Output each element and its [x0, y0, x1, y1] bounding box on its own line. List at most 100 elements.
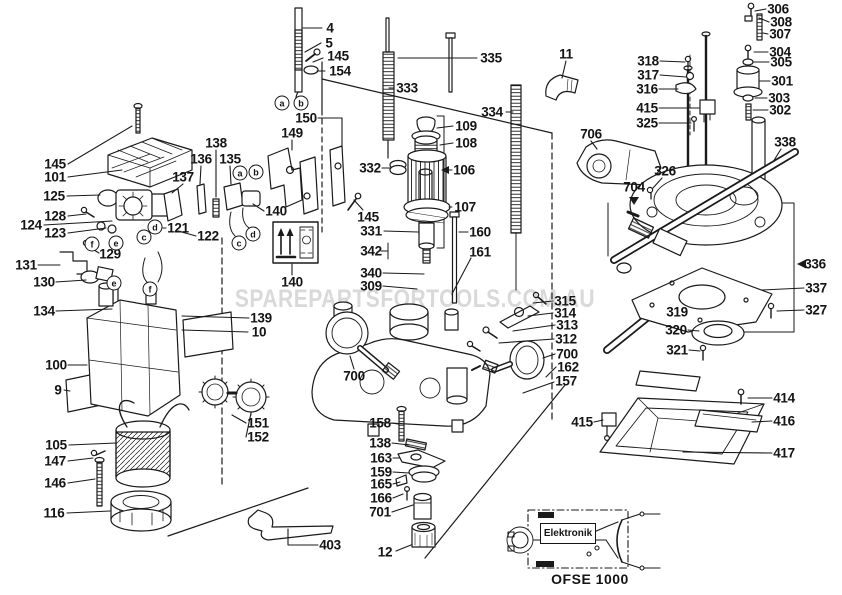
part-label: 135 — [219, 151, 241, 167]
part-label: 316 — [636, 81, 658, 97]
part-label: 124 — [20, 217, 42, 233]
elektronik-label: Elektronik — [543, 528, 593, 539]
index-letter: d — [147, 219, 163, 235]
part-label: 326 — [654, 163, 676, 179]
part-label: 4 — [326, 20, 334, 36]
part-label: 334 — [481, 104, 503, 120]
part-label: 306 — [767, 1, 789, 17]
part-label: 319 — [666, 304, 688, 320]
part-label: 317 — [637, 67, 659, 83]
part-label: 138 — [205, 135, 227, 151]
part-label: 338 — [774, 134, 796, 150]
part-label: 100 — [45, 357, 67, 373]
part-label: 161 — [469, 244, 491, 260]
model-number: OFSE 1000 — [551, 571, 629, 587]
part-label: 147 — [44, 453, 66, 469]
part-label: 12 — [377, 544, 393, 560]
index-letter: b — [248, 164, 264, 180]
part-label: 706 — [580, 126, 602, 142]
part-label: 315 — [554, 293, 576, 309]
part-label: 11 — [559, 46, 573, 62]
part-label: 134 — [33, 303, 55, 319]
index-letter: c — [136, 229, 152, 245]
part-label: 140 — [281, 274, 303, 290]
part-label: 122 — [197, 228, 219, 244]
part-label: 145 — [357, 209, 379, 225]
part-label: 105 — [45, 437, 67, 453]
part-label: 136 — [190, 151, 212, 167]
part-label: 313 — [556, 317, 578, 333]
part-label: 417 — [773, 445, 795, 461]
part-label: 121 — [167, 220, 189, 236]
part-label: 301 — [771, 73, 793, 89]
part-label: 137 — [172, 169, 194, 185]
part-label: 108 — [455, 135, 477, 151]
part-label: 145 — [327, 48, 349, 64]
part-label: 139 — [250, 310, 272, 326]
part-label: 700 — [556, 346, 578, 362]
index-letter: f — [142, 281, 158, 297]
part-label: 700 — [343, 368, 365, 384]
part-label: 10 — [251, 324, 267, 340]
index-letter: e — [106, 275, 122, 291]
part-label: 416 — [773, 413, 795, 429]
part-label: 312 — [555, 331, 577, 347]
part-label: 128 — [44, 208, 66, 224]
part-label: 101 — [44, 169, 66, 185]
part-label: 337 — [805, 280, 827, 296]
part-label: 414 — [773, 390, 795, 406]
part-label: 304 — [769, 44, 791, 60]
part-label: 342 — [360, 243, 382, 259]
part-label: 704 — [623, 179, 645, 195]
part-label: 321 — [666, 342, 688, 358]
part-label: 138 — [369, 435, 391, 451]
part-label: 154 — [329, 63, 351, 79]
index-letter: f — [84, 236, 100, 252]
part-label: 163 — [370, 450, 392, 466]
part-label: 318 — [637, 53, 659, 69]
part-label: 166 — [370, 490, 392, 506]
part-label: 140 — [265, 203, 287, 219]
part-label: 131 — [15, 257, 37, 273]
part-label: 130 — [33, 274, 55, 290]
part-label: 305 — [770, 54, 792, 70]
part-label: 5 — [325, 35, 333, 51]
part-label: 162 — [557, 359, 579, 375]
part-label: 303 — [768, 90, 790, 106]
part-label: 151 — [247, 415, 269, 431]
part-label: 146 — [44, 475, 66, 491]
part-label: 327 — [805, 302, 827, 318]
part-label: 332 — [359, 160, 381, 176]
part-label: 160 — [469, 224, 491, 240]
part-label: 157 — [555, 373, 577, 389]
part-label: 307 — [769, 26, 791, 42]
part-label: 331 — [360, 223, 382, 239]
part-label: 415 — [636, 100, 658, 116]
part-label: 150 — [295, 110, 317, 126]
part-label: 125 — [43, 188, 65, 204]
arrow-704 — [629, 197, 639, 205]
part-label: 107 — [454, 199, 476, 215]
index-letter: a — [274, 95, 290, 111]
part-label: 9 — [54, 382, 62, 398]
part-label: 320 — [665, 322, 687, 338]
index-letter: e — [108, 235, 124, 251]
part-label: 145 — [44, 156, 66, 172]
index-letter: c — [231, 235, 247, 251]
part-label: 106 — [453, 162, 475, 178]
part-label: 336 — [804, 256, 826, 272]
part-label: 335 — [480, 50, 502, 66]
part-label: 123 — [44, 225, 66, 241]
part-label: 302 — [769, 102, 791, 118]
part-label: 309 — [360, 278, 382, 294]
part-label: 325 — [636, 115, 658, 131]
elektronik-box: Elektronik — [540, 523, 596, 544]
part-label: 333 — [396, 80, 418, 96]
part-label: 158 — [369, 415, 391, 431]
leader-lines — [37, 8, 805, 552]
index-letter: d — [245, 226, 261, 242]
part-label: 165 — [370, 476, 392, 492]
part-label: 701 — [369, 504, 391, 520]
index-letter: b — [293, 95, 309, 111]
